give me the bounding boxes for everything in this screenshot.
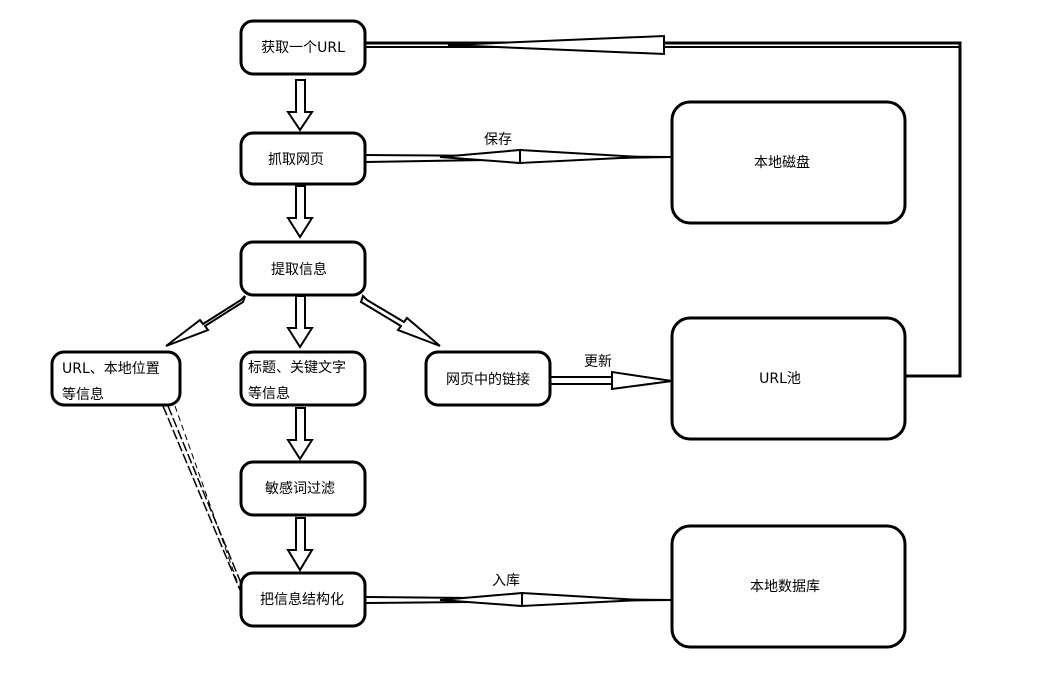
connectors: [162, 34, 962, 608]
node-structure-info: 把信息结构化: [239, 571, 367, 628]
node-sensitive-filter: 敏感词过滤: [239, 460, 367, 517]
node-links-in-page: 网页中的链接: [424, 350, 552, 407]
dashed-connector-urlinfo-to-structure: [162, 405, 244, 591]
save-arrow: [364, 148, 673, 165]
node-local-disk-label: 本地磁盘: [754, 154, 810, 171]
node-fetch-page: 抓取网页: [239, 131, 367, 186]
node-title-keywords-label-line1: 标题、关键文字: [248, 360, 346, 376]
node-url-location-label-line2: 等信息: [62, 386, 104, 403]
node-links-in-page-label: 网页中的链接: [446, 371, 530, 388]
down-arrow-filter-to-structure: [286, 517, 314, 572]
node-local-db-label: 本地数据库: [750, 579, 820, 595]
node-extract-info: 提取信息: [239, 240, 367, 297]
node-structure-info-label: 把信息结构化: [260, 591, 344, 608]
node-local-db: 本地数据库: [670, 524, 907, 649]
store-arrow: [364, 591, 673, 608]
node-get-url-label: 获取一个URL: [261, 40, 345, 56]
down-arrow-fetch-to-extract: [286, 185, 314, 239]
edge-label-store: 入库: [492, 573, 520, 589]
node-title-keywords-label-line2: 等信息: [248, 385, 290, 402]
node-url-location-info: URL、本地位置 等信息: [50, 350, 182, 407]
edge-label-save: 保存: [484, 132, 512, 148]
node-extract-info-label: 提取信息: [271, 261, 327, 278]
down-arrow-extract-to-title: [286, 295, 314, 349]
edge-label-update: 更新: [584, 354, 612, 370]
down-arrow-geturl-to-fetch: [286, 79, 314, 132]
node-url-location-label-line1: URL、本地位置: [62, 361, 160, 377]
update-arrow: [550, 370, 673, 391]
node-url-pool: URL池: [670, 316, 907, 441]
down-arrow-title-to-filter: [286, 407, 314, 461]
node-sensitive-filter-label: 敏感词过滤: [265, 480, 335, 497]
node-url-pool-label: URL池: [759, 371, 801, 387]
node-title-keywords: 标题、关键文字 等信息: [239, 350, 367, 407]
node-local-disk: 本地磁盘: [670, 100, 907, 225]
node-fetch-page-label: 抓取网页: [268, 152, 324, 168]
feedback-arrowhead: [447, 34, 665, 56]
diag-arrow-extract-to-urlinfo: [165, 295, 246, 347]
node-get-url: 获取一个URL: [239, 19, 367, 76]
diag-arrow-extract-to-links: [359, 294, 441, 347]
